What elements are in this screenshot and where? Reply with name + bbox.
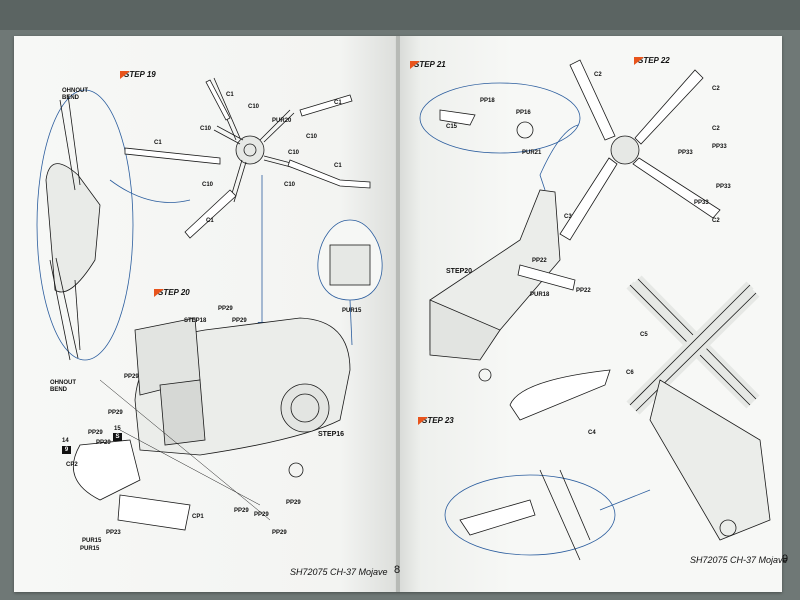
part-label: PP23 (106, 530, 121, 536)
badge-number: 14 (62, 438, 69, 444)
step-ref-label: STEP18 (184, 318, 207, 324)
part-label: PP29 (108, 410, 123, 416)
page-footer-right: SH72075 CH-37 Mojave (690, 555, 788, 565)
step19-rotor-hub (209, 77, 311, 203)
part-label: CP1 (192, 514, 204, 520)
part-label: PUR18 (530, 292, 550, 298)
page-number-left: 8 (394, 564, 401, 576)
part-label: C10 (202, 182, 214, 188)
part-label: PP29 (254, 512, 269, 518)
badge-square: 9 (62, 446, 71, 454)
part-label: C6 (626, 370, 634, 376)
part-label: PP29 (286, 500, 301, 506)
step22-rotor (559, 59, 721, 241)
part-label: C5 (640, 332, 648, 338)
part-label: PUR15 (342, 308, 362, 314)
step-ref-label: STEP20 (446, 268, 473, 275)
step21-label: STEP 21 (414, 60, 446, 69)
part-label: PP29 (218, 306, 233, 312)
part-label: C10 (284, 182, 296, 188)
part-label: PP33 (694, 200, 709, 206)
part-label: CP2 (66, 462, 78, 468)
part-label: C4 (588, 430, 596, 436)
step23-label: STEP 23 (422, 416, 454, 425)
part-label: C1 (334, 100, 342, 106)
ohnout-bend-note: OHNOUT BEND (50, 380, 76, 393)
part-label: C1 (206, 218, 214, 224)
step-ref-label: STEP16 (318, 431, 345, 438)
part-label: C2 (712, 218, 720, 224)
part-label: PP29 (272, 530, 287, 536)
rotor-detail-callout (36, 89, 134, 361)
part-label: C1 (226, 92, 234, 98)
part-label: PP18 (480, 98, 495, 104)
part-label: C2 (712, 86, 720, 92)
step21-callout (419, 82, 581, 154)
part-label: PP22 (532, 258, 547, 264)
part-label: C1 (154, 140, 162, 146)
part-label: C2 (712, 126, 720, 132)
page-footer-left: SH72075 CH-37 Mojave (290, 567, 388, 577)
part-label: C10 (306, 134, 318, 140)
left-page (14, 36, 398, 592)
part-label: PP22 (576, 288, 591, 294)
page-number-right: 9 (782, 553, 789, 565)
part-label: PUR21 (522, 150, 542, 156)
part-label: C15 (446, 124, 458, 130)
badge-number: 15 (114, 426, 121, 432)
part-label: C2 (594, 72, 602, 78)
part-label: PP33 (712, 144, 727, 150)
part-label: PUR20 (272, 118, 292, 124)
page-fold (396, 36, 400, 592)
table-background (0, 0, 800, 30)
part-label: C10 (288, 150, 300, 156)
step23-callout (444, 474, 616, 556)
step22-label: STEP 22 (638, 56, 670, 65)
part-label: C1 (334, 163, 342, 169)
part-label: PP29 (232, 318, 247, 324)
part-label: PUR15 (80, 546, 100, 552)
part-label: PP16 (516, 110, 531, 116)
part-label: C3 (564, 214, 572, 220)
step20-label: STEP 20 (158, 288, 190, 297)
part-label: PP33 (716, 184, 731, 190)
part-label: PP29 (124, 374, 139, 380)
part-label: PUR15 (82, 538, 102, 544)
lower-rotor (626, 275, 760, 415)
part-label: C10 (248, 104, 260, 110)
badge-square: S (113, 433, 122, 441)
part-label: PP29 (88, 430, 103, 436)
part-label: PP29 (234, 508, 249, 514)
part-label: PP33 (678, 150, 693, 156)
part-label: PP29 (96, 440, 111, 446)
part-label: C10 (200, 126, 212, 132)
ohnout-bend-note: OHNOUT BEND (62, 88, 88, 101)
step19-label: STEP 19 (124, 70, 156, 79)
